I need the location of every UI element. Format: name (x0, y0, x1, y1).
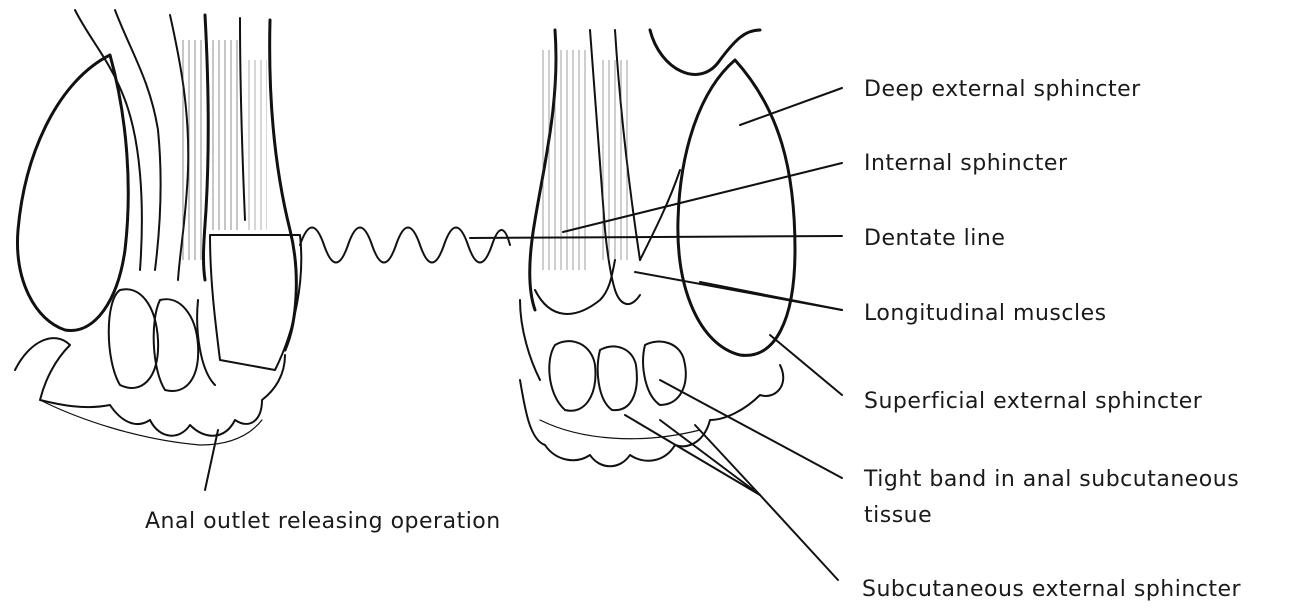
left-excised-region (210, 235, 301, 370)
right-deep-external-sphincter-shape (678, 60, 795, 355)
label-tight-band-line2: tissue (864, 503, 932, 528)
operation-pointer (205, 430, 218, 490)
label-internal-sphincter: Internal sphincter (864, 151, 1068, 176)
wavy-connector (300, 228, 510, 263)
right-anatomy-drawing (520, 30, 795, 466)
left-anatomy-drawing (15, 10, 301, 490)
label-longitudinal-muscles: Longitudinal muscles (864, 301, 1107, 326)
label-tight-band-line1: Tight band in anal subcutaneous (863, 467, 1239, 492)
label-superficial-external-sphincter: Superficial external sphincter (864, 389, 1203, 414)
label-deep-external-sphincter: Deep external sphincter (864, 77, 1141, 102)
left-skin-folds (15, 338, 285, 436)
label-subcutaneous-external-sphincter: Subcutaneous external sphincter (862, 577, 1242, 602)
label-anal-outlet-releasing-operation: Anal outlet releasing operation (145, 509, 501, 534)
label-dentate-line: Dentate line (864, 226, 1005, 251)
left-deep-external-sphincter-shape (18, 55, 129, 330)
right-skin-folds (520, 365, 783, 466)
